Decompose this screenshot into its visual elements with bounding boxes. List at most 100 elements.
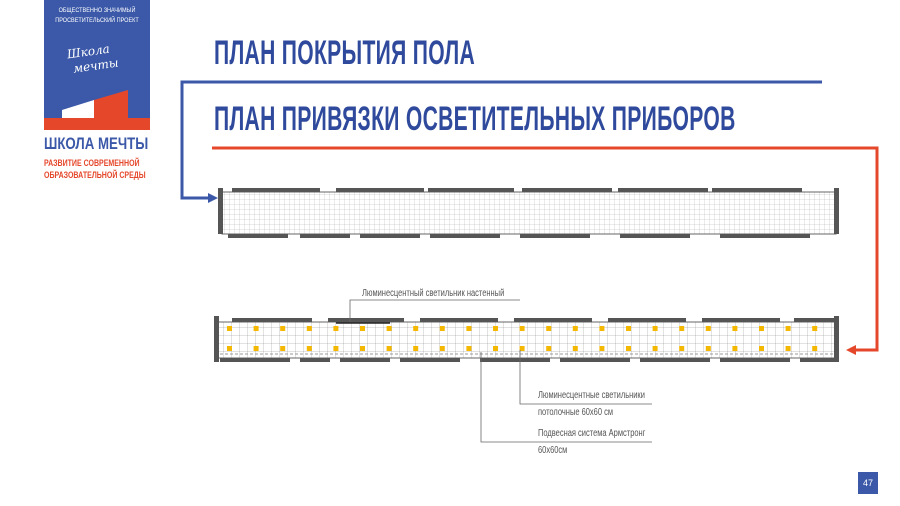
wall <box>608 318 686 322</box>
ceiling-lamp <box>227 346 232 351</box>
wall <box>340 358 390 362</box>
ceiling-lamp <box>280 346 286 351</box>
wall <box>720 358 790 362</box>
wall <box>232 318 312 322</box>
blue-arrow <box>180 80 822 203</box>
wall <box>514 318 592 322</box>
wall <box>834 316 839 362</box>
wall <box>420 318 498 322</box>
page-number: 47 <box>858 472 878 494</box>
ceiling-lamp <box>333 346 339 351</box>
ceiling-lamp <box>626 326 631 331</box>
ceiling-lamp <box>679 326 685 331</box>
wall <box>712 188 802 192</box>
ceiling-lamp <box>360 346 365 351</box>
ceiling-lamp <box>572 346 578 351</box>
wall <box>328 318 404 322</box>
note-wall-lamp: Люминесцентный светильник настенный <box>362 288 505 299</box>
house-icon <box>44 90 150 130</box>
brand-subtitle: РАЗВИТИЕ СОВРЕМЕННОЙ ОБРАЗОВАТЕЛЬНОЙ СРЕД… <box>44 157 146 181</box>
ceiling-lamp <box>812 346 818 351</box>
logo-line: ОБЩЕСТВЕННО ЗНАЧИМЫЙ <box>58 7 136 14</box>
wall <box>428 188 514 192</box>
wall <box>522 188 612 192</box>
ceiling-lamp <box>439 346 445 351</box>
ceiling-lamp <box>360 326 365 331</box>
subtitle-line: ОБРАЗОВАТЕЛЬНОЙ СРЕДЫ <box>44 170 146 180</box>
wall <box>800 358 834 362</box>
ceiling-lamp <box>546 346 552 351</box>
ceiling-lamp <box>227 326 232 331</box>
wall <box>232 188 320 192</box>
note-ceiling-lamps-2: потолочные 60х60 см <box>538 407 614 418</box>
ceiling-lamp <box>652 346 658 351</box>
ceiling-lamp <box>705 326 711 331</box>
ceiling-lamp <box>253 326 259 331</box>
wall <box>228 234 288 238</box>
ceiling-lamp <box>413 346 419 351</box>
ceiling-lamp <box>626 346 631 351</box>
note-ceiling-lamps-1: Люминесцентные светильники <box>538 390 645 401</box>
ceiling-lamp <box>759 326 764 331</box>
ceiling-lamp <box>732 346 738 351</box>
ceiling-lamp <box>466 326 472 331</box>
ceiling-lamp <box>546 326 552 331</box>
wall <box>794 318 834 322</box>
wall <box>618 188 708 192</box>
wall <box>834 188 839 234</box>
wall <box>336 188 424 192</box>
note-armstrong-2: 60х60см <box>538 445 568 456</box>
ceiling-lamp <box>493 346 498 351</box>
ceiling-lamp <box>306 326 312 331</box>
wall <box>640 358 710 362</box>
ceiling-lamp <box>652 326 658 331</box>
ceiling-lamp <box>812 326 818 331</box>
logo: ОБЩЕСТВЕННО ЗНАЧИМЫЙ ПРОСВЕТИТЕЛЬСКИЙ ПРО… <box>44 0 150 130</box>
ceiling-lamp <box>732 326 738 331</box>
ceiling-lamp <box>785 326 791 331</box>
ceiling-lamp <box>519 326 525 331</box>
wall <box>430 234 500 238</box>
wall <box>520 234 590 238</box>
lighting-plan <box>214 316 839 362</box>
brand-name: ШКОЛА МЕЧТЫ <box>44 134 149 153</box>
wall <box>214 316 219 362</box>
ceiling-lamp <box>413 326 419 331</box>
wall <box>220 358 290 362</box>
wall <box>620 234 690 238</box>
wall <box>720 234 810 238</box>
ceiling-lamp <box>280 326 286 331</box>
ceiling-lamp <box>599 346 605 351</box>
ceiling-lamp <box>599 326 605 331</box>
wall <box>218 188 223 234</box>
title-lighting-plan: ПЛАН ПРИВЯЗКИ ОСВЕТИТЕЛЬНЫХ ПРИБОРОВ <box>214 100 736 138</box>
ceiling-lamp <box>493 326 498 331</box>
ceiling-lamp <box>386 326 392 331</box>
logo-top-text: ОБЩЕСТВЕННО ЗНАЧИМЫЙ ПРОСВЕТИТЕЛЬСКИЙ ПРО… <box>52 6 142 26</box>
wall <box>300 234 350 238</box>
ceiling-lamp <box>333 326 339 331</box>
ceiling-lamp <box>572 326 578 331</box>
wall <box>480 358 550 362</box>
leader-lines <box>349 299 652 443</box>
ceiling-lamp <box>785 346 791 351</box>
wall <box>360 234 420 238</box>
ceiling-lamp <box>519 346 525 351</box>
subtitle-line: РАЗВИТИЕ СОВРЕМЕННОЙ <box>44 158 140 168</box>
wall <box>702 318 780 322</box>
ceiling-lamp <box>306 346 312 351</box>
ceiling-lamp <box>386 346 392 351</box>
red-arrow <box>212 146 879 355</box>
logo-line: ПРОСВЕТИТЕЛЬСКИЙ ПРОЕКТ <box>55 17 139 24</box>
ceiling-lamp <box>253 346 259 351</box>
ceiling-lamp <box>466 346 472 351</box>
title-floor-plan: ПЛАН ПОКРЫТИЯ ПОЛА <box>214 34 476 72</box>
ceiling-lamp <box>679 346 685 351</box>
floor-plan <box>218 188 839 238</box>
note-armstrong-1: Подвесная система Армстронг <box>538 428 646 439</box>
ceiling-lamp <box>705 346 711 351</box>
wall <box>400 358 460 362</box>
wall <box>560 358 630 362</box>
wall <box>300 358 330 362</box>
